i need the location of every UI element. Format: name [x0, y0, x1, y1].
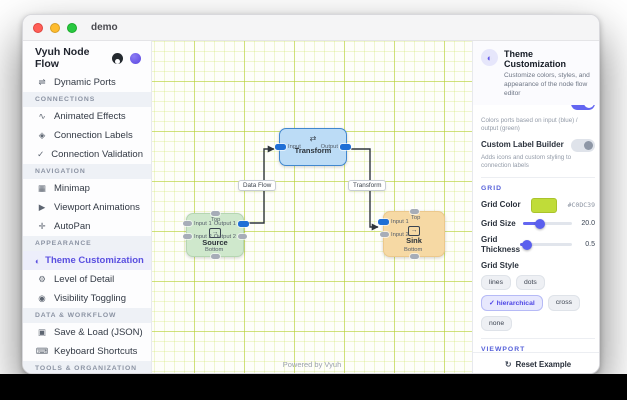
- panel-description: Customize colors, styles, and appearance…: [504, 72, 590, 98]
- port-sink-top[interactable]: [410, 209, 419, 214]
- port-source-output2[interactable]: [238, 234, 247, 239]
- port-source-input2[interactable]: [183, 234, 192, 239]
- titlebar: demo: [23, 15, 599, 41]
- close-window-button[interactable]: [33, 22, 43, 33]
- port-sink-input1[interactable]: [378, 219, 389, 225]
- palette-icon: ◐: [481, 49, 498, 66]
- grid-size-row: Grid Size 20.0: [481, 218, 595, 229]
- grid-color-swatch[interactable]: [531, 197, 558, 213]
- panel-header: ◐ Theme Customization Customize colors, …: [473, 41, 599, 105]
- custom-label-builder-caption: Adds icons and custom styling to connect…: [481, 153, 572, 169]
- sidebar-section-data-workflow: DATA & WORKFLOW: [23, 308, 151, 323]
- panel-scroll-area[interactable]: Custom Port Colors Colors ports based on…: [473, 104, 599, 352]
- grid-style-cross[interactable]: cross: [547, 294, 581, 311]
- eye-icon: ◉: [38, 293, 46, 303]
- edge-label-data-flow[interactable]: Data Flow: [238, 180, 277, 191]
- save-icon: ▣: [37, 327, 47, 337]
- settings-panel: ◐ Theme Customization Customize colors, …: [472, 41, 599, 373]
- port-sink-input2[interactable]: [380, 232, 389, 237]
- sidebar-item-connection-validation[interactable]: ✓ Connection Validation: [23, 145, 151, 164]
- ports-icon: ⇌: [38, 77, 46, 87]
- minimize-window-button[interactable]: [50, 22, 60, 33]
- sidebar-item-viewport-animations[interactable]: ▶ Viewport Animations: [23, 198, 151, 217]
- port-sink-bottom[interactable]: [410, 254, 419, 259]
- custom-label-builder-toggle[interactable]: [571, 138, 595, 152]
- transform-icon: ⇄: [309, 134, 317, 143]
- port-transform-input[interactable]: [275, 144, 286, 150]
- source-icon: →: [187, 227, 243, 238]
- port-source-bottom[interactable]: [211, 254, 220, 259]
- gear-icon: ⚙: [38, 274, 46, 284]
- sidebar-item-visibility-toggling[interactable]: ◉ Visibility Toggling: [23, 289, 151, 308]
- map-icon: ▦: [37, 183, 47, 193]
- grid-size-value: 20.0: [581, 220, 595, 228]
- grid-size-slider[interactable]: [522, 218, 572, 229]
- grid-thickness-value: 0.5: [585, 241, 595, 249]
- edge-label-transform[interactable]: Transform: [348, 180, 387, 191]
- check-icon: ✓: [37, 149, 45, 159]
- sidebar-item-minimap[interactable]: ▦ Minimap: [23, 179, 151, 198]
- sidebar-item-save-load-json[interactable]: ▣ Save & Load (JSON): [23, 323, 151, 342]
- refresh-icon: ↻: [504, 359, 512, 369]
- grid-style-none[interactable]: none: [481, 315, 513, 331]
- custom-port-colors-row: Custom Port Colors: [481, 104, 595, 116]
- grid-style-dots[interactable]: dots: [515, 274, 545, 290]
- sidebar-item-connection-labels[interactable]: ◈ Connection Labels: [23, 126, 151, 145]
- github-icon[interactable]: [112, 52, 123, 64]
- grid-thickness-row: Grid Thickness 0.5: [481, 234, 595, 254]
- sidebar-item-keyboard-shortcuts[interactable]: ⌨ Keyboard Shortcuts: [35, 346, 138, 357]
- pan-icon: ✛: [38, 221, 46, 231]
- sidebar-section-connections: CONNECTIONS: [23, 92, 151, 107]
- grid-color-row: Grid Color #C0DC39: [481, 197, 595, 213]
- sidebar-item-animated-effects[interactable]: ∿ Animated Effects: [23, 107, 151, 126]
- traffic-lights: [33, 22, 77, 33]
- app-window: demo Vyuh Node Flow ⇌ Dynamic Ports CONN…: [22, 14, 600, 374]
- custom-port-colors-caption: Colors ports based on input (blue) / out…: [481, 116, 578, 132]
- node-transform[interactable]: ⇄ Transform Input Output: [275, 128, 351, 166]
- sidebar: Vyuh Node Flow ⇌ Dynamic Ports CONNECTIO…: [23, 41, 152, 373]
- zoom-window-button[interactable]: [67, 22, 77, 33]
- brand-title: Vyuh Node Flow: [35, 46, 90, 70]
- sidebar-section-appearance: APPEARANCE: [23, 236, 151, 251]
- grid-style-hierarchical[interactable]: ✓ hierarchical: [481, 294, 543, 311]
- tag-icon: ◈: [38, 130, 46, 140]
- grid-color-value: #C0DC39: [567, 201, 595, 210]
- flow-canvas[interactable]: Data Flow Transform ⇄ Transform Input Ou…: [152, 41, 472, 373]
- grid-style-chips: lines dots ✓ hierarchical cross none: [481, 274, 595, 331]
- desktop-background: [0, 374, 627, 400]
- window-title: demo: [91, 22, 118, 33]
- port-transform-output[interactable]: [340, 144, 351, 150]
- panel-title: Theme Customization: [504, 49, 566, 69]
- play-icon: ▶: [38, 202, 46, 212]
- grid-section-header: GRID: [481, 176, 595, 192]
- reset-example-button[interactable]: ↻ Reset Example: [473, 352, 599, 373]
- sink-icon: →: [384, 225, 444, 236]
- sidebar-section-navigation: NAVIGATION: [23, 164, 151, 179]
- sidebar-header: Vyuh Node Flow: [23, 41, 151, 73]
- port-source-input1[interactable]: [183, 221, 192, 226]
- viewport-section-header: VIEWPORT: [481, 337, 595, 352]
- grid-thickness-slider[interactable]: [520, 239, 572, 250]
- custom-label-builder-row: Custom Label Builder: [481, 138, 595, 152]
- wave-icon: ∿: [38, 111, 46, 121]
- check-icon: ✓: [489, 299, 495, 307]
- port-source-top[interactable]: [211, 211, 220, 216]
- palette-icon: ◐: [35, 255, 41, 266]
- sidebar-item-autopan[interactable]: ✛ AutoPan: [23, 217, 151, 236]
- port-source-output1[interactable]: [238, 221, 249, 227]
- grid-style-lines[interactable]: lines: [481, 274, 511, 290]
- sidebar-section-tools-organization: TOOLS & ORGANIZATION: [23, 361, 151, 373]
- node-sink[interactable]: Input 1 Input 2 Top Bottom → Sink: [378, 209, 445, 259]
- powered-by-label: Powered by Vyuh: [282, 360, 342, 369]
- vyuh-logo-icon: [130, 52, 141, 64]
- sidebar-item-dynamic-ports[interactable]: ⇌ Dynamic Ports: [23, 73, 151, 92]
- grid-style-row: Grid Style: [481, 260, 519, 270]
- edge-layer: [247, 145, 379, 231]
- node-source[interactable]: Input 1 Input 2 Top Output 1 Output 2 Bo…: [183, 211, 249, 259]
- custom-port-colors-toggle[interactable]: [571, 104, 595, 110]
- sidebar-item-theme-customization[interactable]: ◐ Theme Customization: [23, 251, 151, 270]
- keyboard-icon: ⌨: [35, 346, 49, 356]
- sidebar-item-level-of-detail[interactable]: ⚙ Level of Detail: [23, 270, 151, 289]
